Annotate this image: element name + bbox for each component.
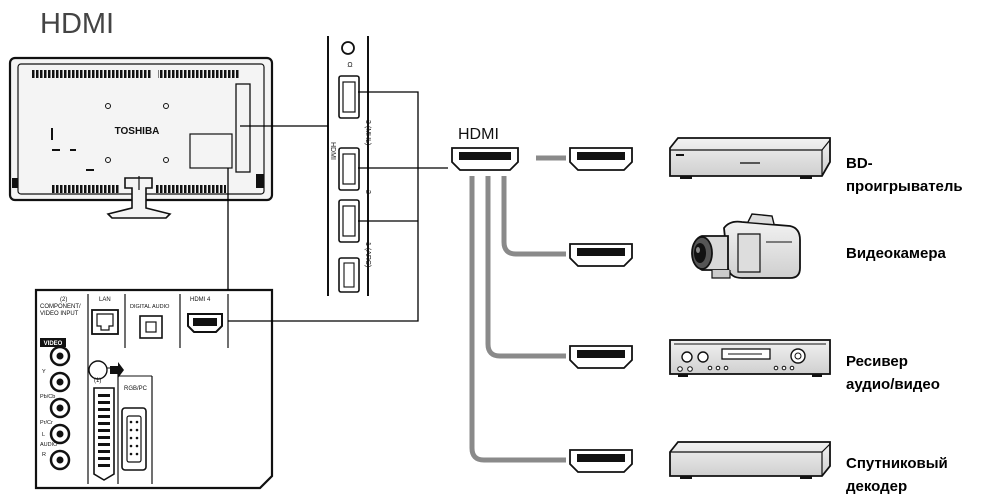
hdmi-plug-hub-icon bbox=[451, 147, 519, 171]
hdmi4-port[interactable] bbox=[187, 313, 223, 333]
tv-vent-top-right bbox=[158, 70, 240, 78]
hdmi-plug-icon bbox=[569, 345, 633, 369]
connection-leader-lines bbox=[227, 91, 448, 322]
satellite-decoder-icon bbox=[669, 441, 831, 479]
side-port-3-label: 3 (MHL) bbox=[364, 120, 371, 145]
av-receiver-icon bbox=[669, 339, 831, 377]
device-label-line: Видеокамера bbox=[846, 245, 946, 262]
lan-port[interactable] bbox=[91, 309, 119, 335]
cable-to-camcorder bbox=[501, 176, 566, 257]
leader-hdmi-bracket bbox=[228, 91, 419, 322]
device-label-line: декодер bbox=[846, 478, 908, 495]
side-hdmi-port-2[interactable] bbox=[338, 147, 360, 191]
side-hdmi-label: HDMI bbox=[329, 142, 336, 160]
tv-stand bbox=[106, 177, 172, 219]
bd-player-icon bbox=[669, 137, 831, 179]
hdmi-plug-icon bbox=[569, 449, 633, 473]
jack-label-audio: AUDIO bbox=[40, 442, 58, 448]
component-jacks bbox=[49, 345, 71, 471]
hdmi-cables bbox=[469, 155, 566, 463]
cable-to-satellite-decoder bbox=[469, 176, 566, 463]
device-label-line: Спутниковый bbox=[846, 455, 948, 472]
tv-vent-bottom-right bbox=[156, 185, 226, 193]
side-usb-port[interactable] bbox=[338, 257, 360, 293]
device-label-satellite-decoder: Спутниковый декодер bbox=[846, 452, 948, 498]
camcorder-icon bbox=[691, 213, 801, 279]
cable-to-av-receiver bbox=[485, 176, 566, 359]
jack-label-l: L bbox=[42, 432, 45, 438]
device-label-line: аудио/видео bbox=[846, 376, 940, 393]
headphone-socket[interactable] bbox=[88, 360, 108, 380]
tv-side-port-bay bbox=[235, 83, 251, 173]
device-label-camcorder: Видеокамера bbox=[846, 242, 946, 265]
svg-text:Ω: Ω bbox=[347, 62, 352, 69]
jack-label-r: R bbox=[42, 452, 46, 458]
component-input-label: (2) COMPONENT/ VIDEO INPUT bbox=[40, 297, 82, 317]
device-label-line: BD- bbox=[846, 155, 873, 172]
tv-rear-connector-panel: (2) COMPONENT/ VIDEO INPUT VIDEO Y Pb/Cb… bbox=[34, 288, 274, 490]
headphone-jack-icon bbox=[341, 41, 355, 55]
video-badge: VIDEO bbox=[44, 341, 63, 347]
rgbpc-label: RGB/PC bbox=[124, 386, 148, 392]
lan-label: LAN bbox=[99, 297, 111, 303]
tv-rear-view: TOSHIBA bbox=[8, 56, 274, 219]
tv-vent-top-left bbox=[32, 70, 152, 78]
rgbpc-vga-port[interactable] bbox=[121, 407, 147, 471]
side-port-1-label: 1 (ARC) bbox=[364, 242, 371, 267]
diagram-title: HDMI bbox=[40, 8, 115, 40]
side-hdmi-port-1[interactable] bbox=[338, 199, 360, 243]
jack-label-pb: Pb/Cb bbox=[40, 394, 55, 400]
device-label-line: Ресивер bbox=[846, 353, 908, 370]
jack-label-pr: Pr/Cr bbox=[40, 420, 53, 426]
hdmi-cable-label: HDMI bbox=[458, 126, 499, 143]
scart-port[interactable] bbox=[93, 387, 115, 481]
hdmi-plug-icon bbox=[569, 147, 633, 171]
digital-audio-label: DIGITAL AUDIO bbox=[130, 304, 170, 310]
scart-label: (1) bbox=[94, 378, 101, 384]
side-port-2-label: 2 bbox=[364, 190, 371, 194]
jack-label-y: Y bbox=[42, 369, 46, 375]
side-hdmi-port-3[interactable] bbox=[338, 75, 360, 119]
tv-brand-logo: TOSHIBA bbox=[115, 126, 160, 137]
tv-side-hdmi-strip: Ω 3 (MHL) 2 1 (ARC) HDMI bbox=[327, 36, 371, 296]
hdmi-plug-icon bbox=[569, 243, 633, 267]
tv-vent-bottom-left bbox=[52, 185, 120, 193]
tv-rear-panel-bay bbox=[189, 133, 233, 169]
device-label-line: проигрыватель bbox=[846, 178, 963, 195]
device-label-bd-player: BD- проигрыватель bbox=[846, 152, 963, 198]
optical-audio-port[interactable] bbox=[139, 315, 163, 339]
hdmi4-label: HDMI 4 bbox=[190, 297, 211, 303]
device-label-av-receiver: Ресивер аудио/видео bbox=[846, 350, 940, 396]
